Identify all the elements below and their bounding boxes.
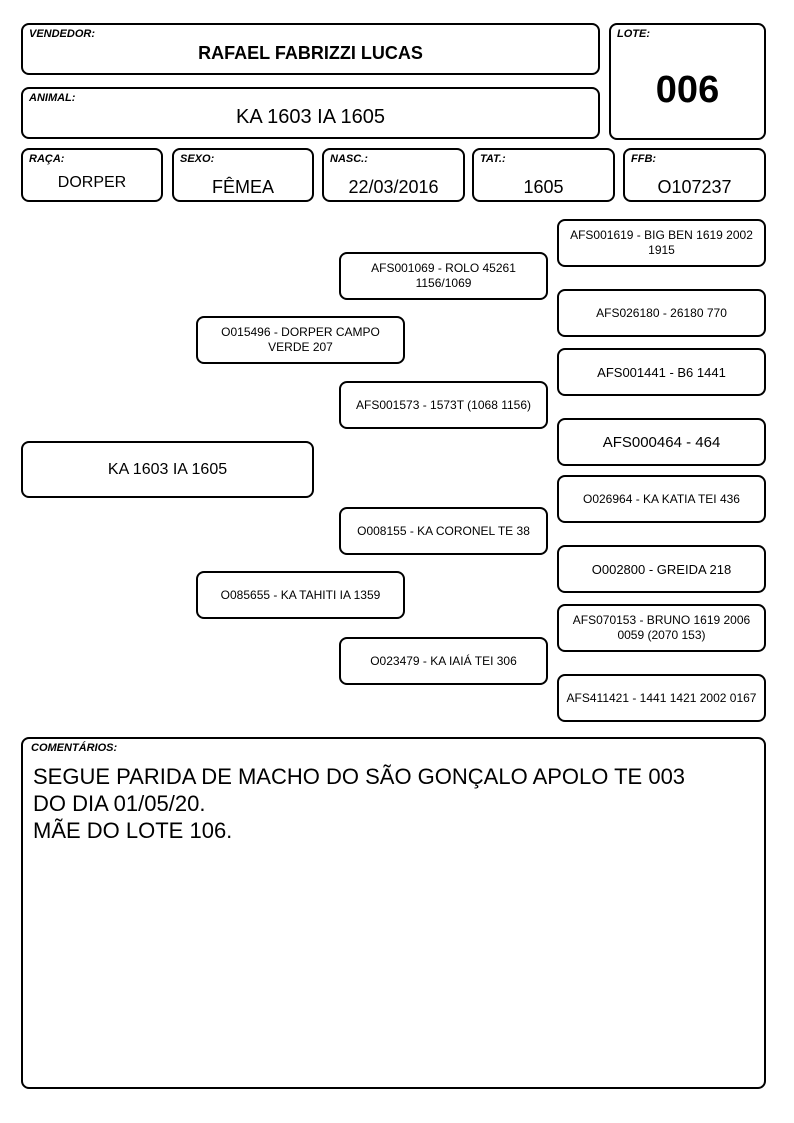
pedigree-dam-dam: O023479 - KA IAIÁ TEI 306 — [339, 637, 548, 685]
pedigree-sire-dam: AFS001573 - 1573T (1068 1156) — [339, 381, 548, 429]
pedigree-ggp: AFS001619 - BIG BEN 1619 2002 1915 — [557, 219, 766, 267]
tat-value: 1605 — [523, 177, 564, 197]
ffb-box: FFB: O107237 — [623, 148, 766, 202]
animal-label: ANIMAL: — [29, 92, 76, 104]
sexo-box: SEXO: FÊMEA — [172, 148, 314, 202]
sexo-value: FÊMEA — [211, 177, 274, 197]
lote-label: LOTE: — [617, 28, 650, 40]
vendedor-box: VENDEDOR: RAFAEL FABRIZZI LUCAS — [21, 23, 600, 75]
comments-text: SEGUE PARIDA DE MACHO DO SÃO GONÇALO APO… — [33, 764, 686, 843]
lote-value: 006 — [655, 69, 720, 111]
vendedor-value: RAFAEL FABRIZZI LUCAS — [198, 43, 423, 63]
pedigree-ggp: AFS411421 - 1441 1421 2002 0167 — [557, 674, 766, 722]
pedigree-ggp: AFS026180 - 26180 770 — [557, 289, 766, 337]
pedigree-ggp: O002800 - GREIDA 218 — [557, 545, 766, 593]
sexo-label: SEXO: — [180, 153, 215, 165]
raca-label: RAÇA: — [29, 153, 65, 165]
lote-box: LOTE: 006 — [609, 23, 766, 140]
pedigree-ggp: AFS070153 - BRUNO 1619 2006 0059 (2070 1… — [557, 604, 766, 652]
animal-box: ANIMAL: KA 1603 IA 1605 — [21, 87, 600, 139]
pedigree-ggp: AFS000464 - 464 — [557, 418, 766, 466]
nasc-label: NASC.: — [330, 153, 368, 165]
nasc-value: 22/03/2016 — [348, 177, 439, 197]
ffb-value: O107237 — [657, 177, 732, 197]
tat-label: TAT.: — [480, 153, 506, 165]
raca-box: RAÇA: DORPER — [21, 148, 163, 202]
pedigree-dam-sire: O008155 - KA CORONEL TE 38 — [339, 507, 548, 555]
raca-value: DORPER — [57, 174, 127, 191]
nasc-box: NASC.: 22/03/2016 — [322, 148, 465, 202]
ffb-label: FFB: — [631, 153, 657, 165]
pedigree-dam: O085655 - KA TAHITI IA 1359 — [196, 571, 405, 619]
pedigree-sire-sire: AFS001069 - ROLO 45261 1156/1069 — [339, 252, 548, 300]
tat-box: TAT.: 1605 — [472, 148, 615, 202]
vendedor-label: VENDEDOR: — [29, 28, 96, 40]
comments-box: COMENTÁRIOS: SEGUE PARIDA DE MACHO DO SÃ… — [21, 737, 766, 1089]
pedigree-ggp: O026964 - KA KATIA TEI 436 — [557, 475, 766, 523]
pedigree-animal: KA 1603 IA 1605 — [21, 441, 314, 498]
comments-label: COMENTÁRIOS: — [31, 742, 118, 754]
pedigree-sire: O015496 - DORPER CAMPO VERDE 207 — [196, 316, 405, 364]
animal-value: KA 1603 IA 1605 — [235, 106, 386, 128]
pedigree-ggp: AFS001441 - B6 1441 — [557, 348, 766, 396]
